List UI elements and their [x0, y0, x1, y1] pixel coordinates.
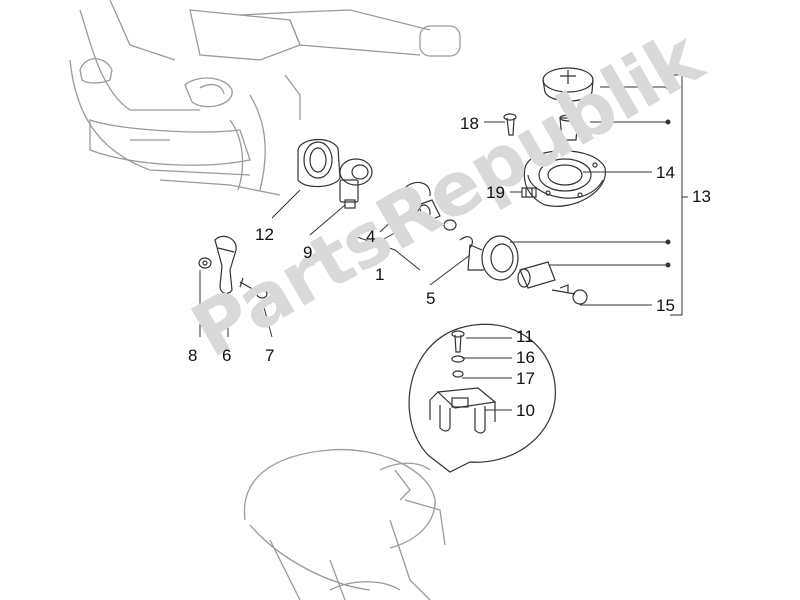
part-4-bushing [404, 181, 457, 231]
callout-6: 6 [222, 346, 232, 365]
part-8-nut [198, 257, 212, 269]
callout-8: 8 [188, 346, 198, 365]
callout-11: 11 [516, 327, 534, 346]
callout-9: 9 [303, 243, 313, 262]
part-17-washer [452, 370, 464, 378]
detail-circle [408, 323, 556, 473]
part-7-screw [239, 277, 268, 299]
scooter-seat-sketch [243, 448, 446, 600]
callout-5: 5 [426, 289, 436, 308]
callout-16: 16 [516, 348, 535, 367]
scooter-front-sketch [69, 0, 461, 196]
leader-dots [665, 84, 671, 268]
callout-14: 14 [656, 163, 675, 182]
part-9-ignition-switch [339, 158, 373, 209]
callout-15: 15 [656, 296, 675, 315]
callout-7: 7 [265, 346, 275, 365]
part-6-bracket [214, 235, 237, 295]
part-15-key-barrel [517, 261, 588, 305]
leader-lines [199, 74, 688, 411]
part-11-screw [451, 330, 465, 353]
callout-17: 17 [516, 369, 535, 388]
part-14-fuel-cap-assembly [523, 67, 606, 207]
callout-13: 13 [692, 187, 711, 206]
part-18-screw [503, 113, 517, 136]
callout-19: 19 [486, 183, 505, 202]
part-12-switch-housing [297, 139, 341, 188]
part-10-lock-bracket [429, 387, 497, 434]
part-19-clip [521, 187, 537, 198]
callout-4: 4 [366, 227, 376, 246]
callout-10: 10 [516, 401, 535, 420]
callout-12: 12 [255, 225, 274, 244]
callout-1: 1 [375, 265, 385, 284]
callout-18: 18 [460, 114, 479, 133]
part-16-washer [451, 355, 465, 363]
part-5-lock-cylinder [459, 235, 519, 281]
